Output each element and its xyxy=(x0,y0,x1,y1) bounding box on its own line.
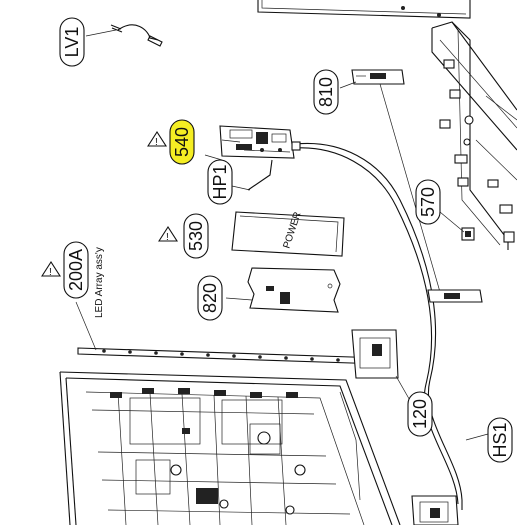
svg-text:570: 570 xyxy=(418,187,438,217)
caution-triangle-icon: ! xyxy=(146,130,168,148)
svg-text:LV1: LV1 xyxy=(62,27,82,58)
callout-570: 570 xyxy=(415,179,441,225)
callout-530: 530 xyxy=(183,213,209,259)
svg-text:!: ! xyxy=(49,267,52,278)
svg-text:!: ! xyxy=(166,232,169,243)
callout-810: 810 xyxy=(313,69,339,115)
main-board-540-part xyxy=(219,125,295,159)
speaker-lower-part xyxy=(411,495,459,525)
callout-lv1: LV1 xyxy=(59,17,85,67)
callout-hs1: HS1 xyxy=(487,417,513,463)
callout-hp1: HP1 xyxy=(207,159,233,205)
top-frame-part xyxy=(257,0,471,19)
svg-text:530: 530 xyxy=(186,221,206,251)
callout-820: 820 xyxy=(197,275,223,321)
svg-text:540: 540 xyxy=(172,127,192,157)
svg-text:HS1: HS1 xyxy=(490,422,510,457)
led-array-caption: LED Array ass'y xyxy=(94,247,105,318)
svg-text:820: 820 xyxy=(200,283,220,313)
lv1-cable-part xyxy=(110,24,163,47)
svg-text:!: ! xyxy=(155,137,158,148)
callout-540: 540 xyxy=(169,119,195,165)
svg-text:HP1: HP1 xyxy=(210,164,230,199)
hs1-cable-part xyxy=(291,141,463,510)
svg-text:120: 120 xyxy=(410,399,430,429)
caution-triangle-icon: ! xyxy=(157,225,179,243)
power-board-530-part: POWER xyxy=(231,211,345,257)
frame-bracket-part xyxy=(431,21,517,250)
svg-text:810: 810 xyxy=(316,77,336,107)
back-cover-panel xyxy=(59,371,401,525)
led-bar-200a-part xyxy=(77,347,383,365)
bracket-810-lower-part xyxy=(427,289,483,303)
callout-200a: 200A xyxy=(63,241,89,299)
hp1-cable-part xyxy=(247,159,273,191)
callout-120: 120 xyxy=(407,391,433,437)
sheet-820-part xyxy=(247,267,341,313)
connector-570-part xyxy=(461,227,475,241)
speaker-120-part xyxy=(351,329,399,379)
svg-text:200A: 200A xyxy=(66,249,86,291)
bracket-810-part xyxy=(351,69,405,85)
caution-triangle-icon: ! xyxy=(40,260,62,278)
